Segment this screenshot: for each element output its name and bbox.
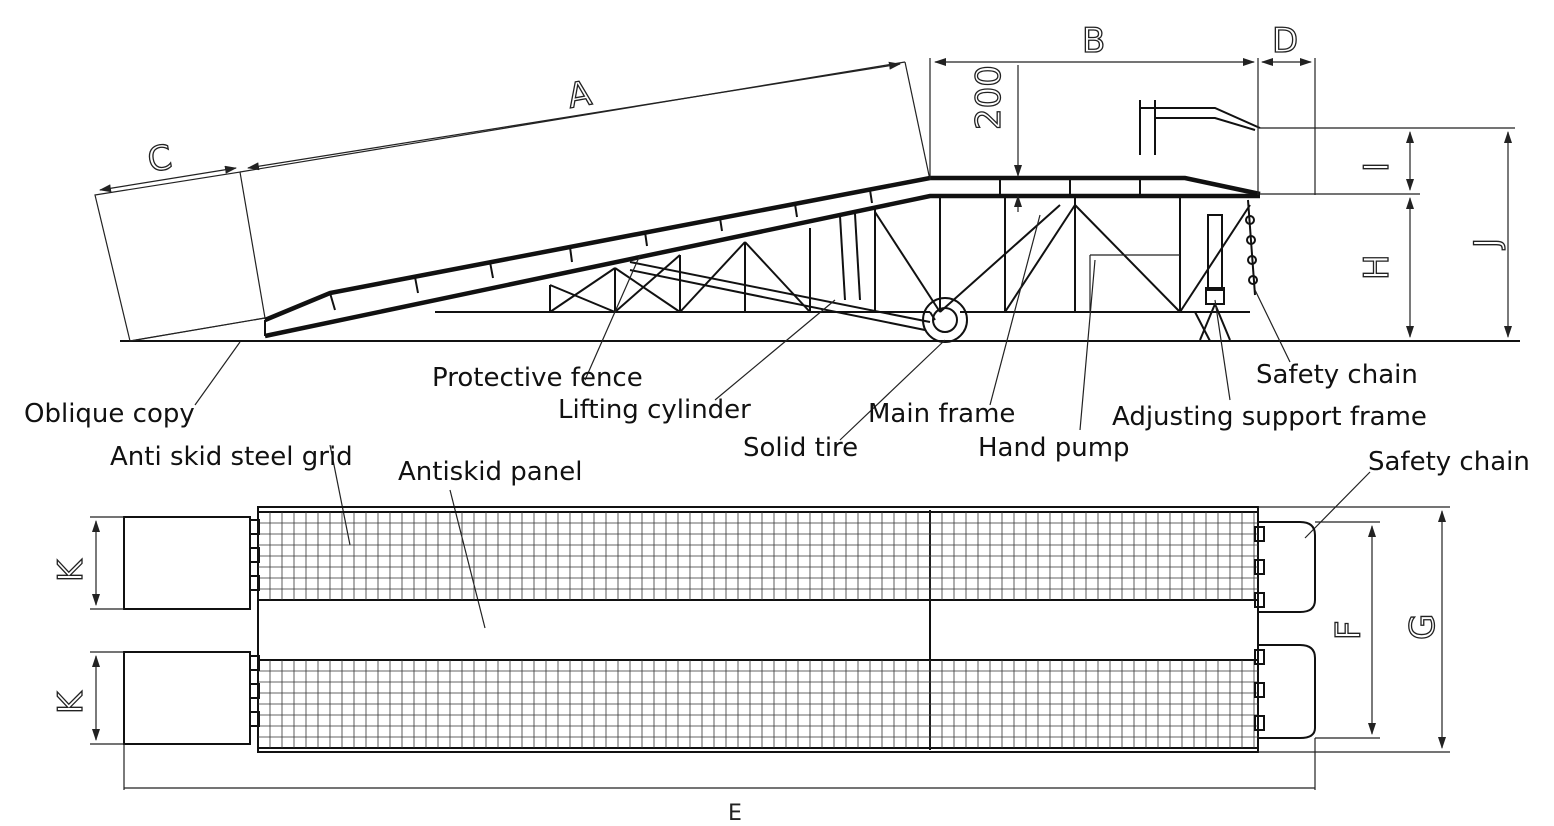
top-view-frame <box>257 506 1259 753</box>
ramp-top-rail <box>264 175 1261 323</box>
main-frame-truss <box>874 198 1251 313</box>
safety-chain-side <box>1245 199 1258 296</box>
oblique-copy-outline <box>94 171 266 342</box>
top-view: E K K F G <box>50 506 1450 826</box>
front-truss <box>549 228 811 313</box>
label-lifting-cylinder: Lifting cylinder <box>558 395 751 425</box>
dim-g-label: G <box>1403 614 1443 640</box>
ramp-deck <box>264 193 1260 339</box>
hinges-left <box>249 519 260 727</box>
lip-lower <box>123 651 251 745</box>
deck-ribs <box>414 178 1141 294</box>
rear-lip-upper <box>1258 521 1316 613</box>
dim-k1-label: K <box>51 558 91 582</box>
label-protective-fence: Protective fence <box>432 363 643 393</box>
lip-upper <box>123 516 251 610</box>
label-antiskid-panel: Antiskid panel <box>398 457 582 487</box>
label-safety-chain-side: Safety chain <box>1256 360 1418 390</box>
dim-a-label: A <box>565 73 595 116</box>
dim-e-label: E <box>728 801 742 826</box>
dim-200-label: 200 <box>969 65 1009 130</box>
dim-j-label: J <box>1467 238 1507 250</box>
grid-lines <box>258 512 1258 748</box>
label-solid-tire: Solid tire <box>743 433 858 463</box>
dim-h-label: H <box>1357 254 1397 280</box>
side-view: A C B D 200 I H J <box>94 20 1520 343</box>
adjusting-support-frame <box>1199 214 1231 341</box>
dim-b-label: B <box>1082 21 1105 61</box>
label-safety-chain-top: Safety chain <box>1368 447 1530 477</box>
dim-i-label: I <box>1357 162 1397 172</box>
label-main-frame: Main frame <box>868 399 1015 429</box>
dim-d-label: D <box>1272 21 1298 61</box>
label-oblique-copy: Oblique copy <box>24 399 195 429</box>
safety-chain-top <box>1254 526 1265 731</box>
solid-tire <box>922 297 968 343</box>
label-adjusting-support-frame: Adjusting support frame <box>1112 402 1427 432</box>
lifting-cylinder-rod <box>629 261 931 323</box>
dim-k2-label: K <box>51 690 91 714</box>
label-hand-pump: Hand pump <box>978 433 1130 463</box>
leader-lines <box>194 214 1371 629</box>
rear-lip-lower <box>1258 644 1316 739</box>
dim-c-label: C <box>145 137 175 181</box>
label-anti-skid-steel-grid: Anti skid steel grid <box>110 442 353 472</box>
dim-f-label: F <box>1329 620 1369 640</box>
